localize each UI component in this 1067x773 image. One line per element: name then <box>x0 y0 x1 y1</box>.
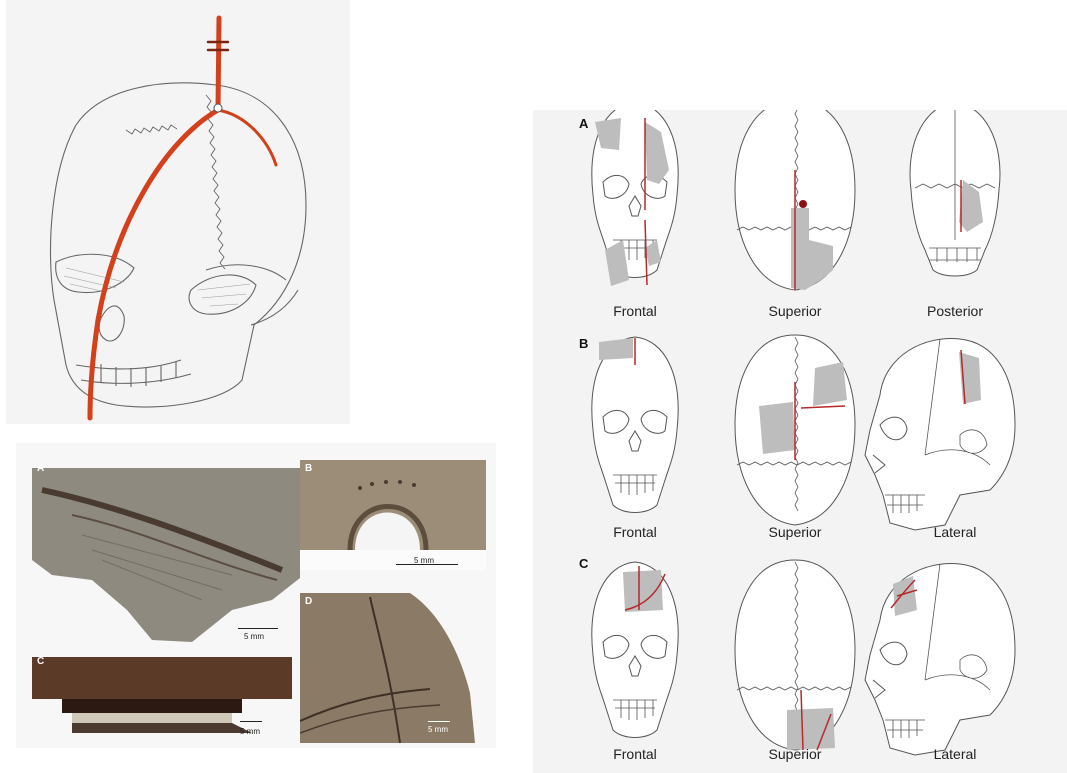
bone-fragment-a-image <box>32 460 300 644</box>
row-c-frontal-skull <box>592 562 678 738</box>
row-b-superior-skull <box>735 335 855 525</box>
row-letter-c: C <box>579 556 588 571</box>
scale-bar-a <box>238 628 278 629</box>
bone-fragment-d-image <box>300 593 486 743</box>
photo-letter-b: B <box>305 463 312 474</box>
row-letter-a: A <box>579 116 588 131</box>
skull-views-diagram-panel: A B C Frontal Superior Posterior Frontal… <box>533 110 1067 773</box>
row-b-lateral-skull <box>865 338 1015 530</box>
skull-cord-illustration <box>6 0 350 424</box>
view-label-c-2: Superior <box>735 746 855 762</box>
perforation-b-image <box>300 460 486 570</box>
row-letter-b: B <box>579 336 588 351</box>
cut-mark-photo-panel: A 5 mm B 5 mm C 5 mm <box>16 443 496 748</box>
scale-label-d: 5 mm <box>428 725 448 734</box>
view-label-b-2: Superior <box>735 524 855 540</box>
scale-label-c: 5 mm <box>240 727 260 736</box>
skull-views-drawing <box>533 110 1067 773</box>
row-c-superior-skull <box>735 560 855 750</box>
photo-letter-d: D <box>305 596 312 607</box>
scale-bar-c <box>240 721 262 722</box>
photo-c: C 5 mm <box>32 653 292 743</box>
view-label-c-1: Frontal <box>575 746 695 762</box>
row-c-lateral-skull <box>865 563 1015 755</box>
view-label-a-2: Superior <box>735 303 855 319</box>
view-label-c-3: Lateral <box>895 746 1015 762</box>
row-a-posterior-skull <box>910 110 1000 276</box>
skull-drawing <box>6 0 350 424</box>
photo-d: D 5 mm <box>300 593 486 743</box>
photo-b: B 5 mm <box>300 460 486 570</box>
view-label-b-3: Lateral <box>895 524 1015 540</box>
photo-letter-a: A <box>37 463 44 474</box>
scale-label-b: 5 mm <box>414 556 434 565</box>
view-label-a-3: Posterior <box>895 303 1015 319</box>
view-label-a-1: Frontal <box>575 303 695 319</box>
row-a-superior-skull <box>735 110 855 290</box>
photo-a: A 5 mm <box>32 460 300 644</box>
scale-bar-d <box>428 721 450 722</box>
view-label-b-1: Frontal <box>575 524 695 540</box>
scale-label-a: 5 mm <box>244 632 264 641</box>
row-b-frontal-skull <box>592 337 678 513</box>
row-a-frontal-skull <box>592 110 678 286</box>
photo-letter-c: C <box>37 656 44 667</box>
